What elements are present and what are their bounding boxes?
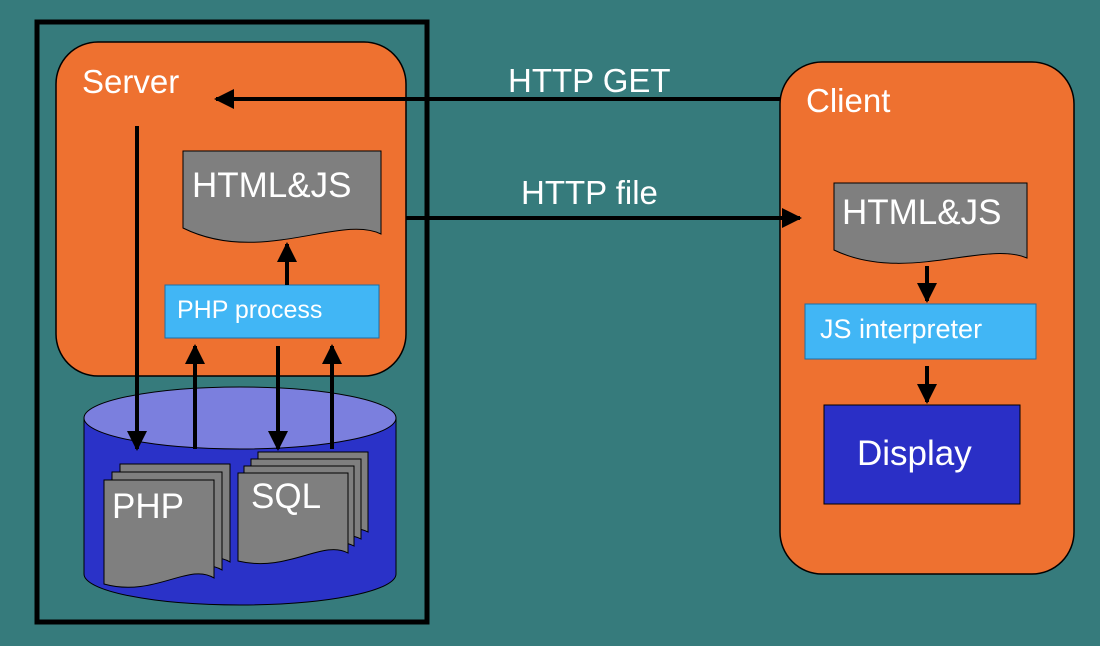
client-label: Client: [806, 82, 891, 119]
client-html-js-label: HTML&JS: [842, 193, 1002, 232]
http-get-label: HTTP GET: [508, 62, 671, 99]
sql-document-stack: [237, 451, 369, 565]
php-process-label: PHP process: [177, 296, 323, 324]
display-label: Display: [857, 434, 972, 473]
client-html-js-document: [833, 182, 1028, 264]
server-html-js-document: [182, 150, 382, 243]
display-box: [823, 404, 1021, 505]
http-file-label: HTTP file: [521, 174, 658, 211]
php-process-box: [164, 284, 380, 339]
server-machine-frame: [34, 19, 430, 625]
server-label: Server: [82, 63, 180, 100]
server-html-js-label: HTML&JS: [192, 166, 352, 205]
js-interpreter-box: [804, 303, 1037, 360]
php-document-stack: [103, 463, 231, 588]
js-interpreter-label: JS interpreter: [820, 314, 983, 344]
sql-label: SQL: [251, 477, 322, 516]
php-label: PHP: [112, 487, 184, 526]
